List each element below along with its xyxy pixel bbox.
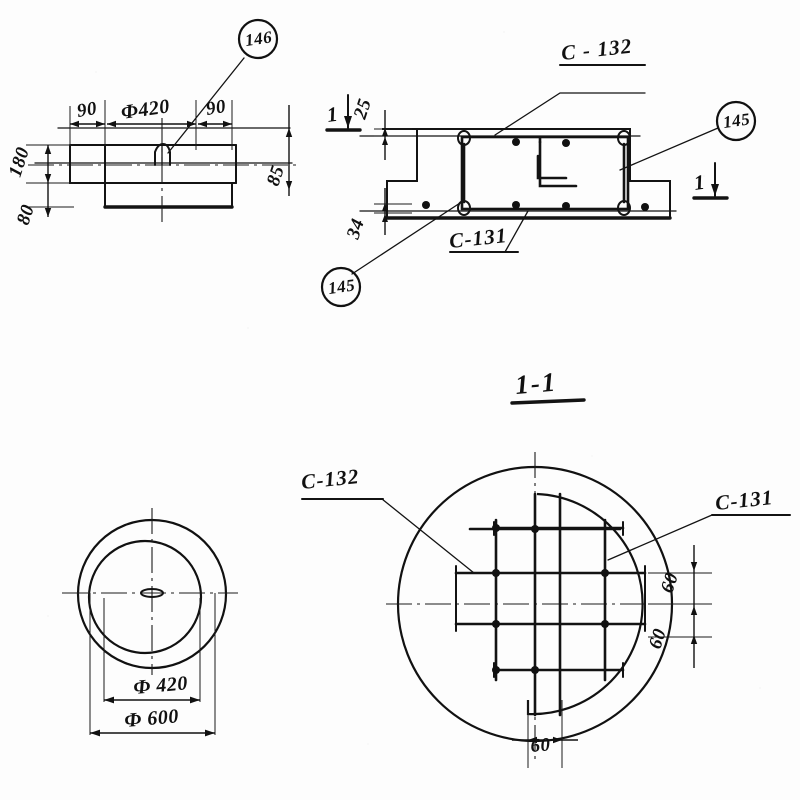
view-bottom-right-grid-plan: C-132 C-131 60 60 [300, 452, 791, 768]
dim-height-85: 85 [263, 163, 289, 189]
label-c132-plan: C-132 [300, 464, 475, 574]
balloon-146-circle [237, 18, 279, 60]
bar-dot [562, 139, 570, 147]
bar-node [531, 666, 539, 674]
dim-outer-diameter-600: Ф 600 [124, 705, 180, 732]
view-top-right-section: 1 1 [320, 34, 757, 308]
bar-node [492, 569, 500, 577]
label-c131-plan-text: C-131 [714, 485, 775, 515]
label-c131-section-text: C-131 [448, 223, 509, 253]
bar-dot [512, 201, 520, 209]
balloon-146-label: 146 [244, 27, 273, 50]
balloon-145-right-label: 145 [722, 109, 751, 132]
dim-cover-25: 25 [349, 96, 375, 122]
label-c131-section: C-131 [448, 210, 529, 253]
section-title-1-1: 1-1 [510, 366, 586, 405]
bar-dot [512, 138, 520, 146]
bar-node [492, 620, 500, 628]
dim-center-diameter: Ф420 [120, 95, 172, 124]
label-c132-plan-text: C-132 [300, 464, 361, 494]
bar-dot [641, 203, 649, 211]
dim-height-80: 80 [13, 202, 39, 228]
dim-spacing-horizontal-60: 60 [530, 734, 552, 757]
bar-node [601, 569, 609, 577]
bar-end-ticks [455, 521, 646, 678]
label-c132-section-text: C - 132 [560, 34, 634, 65]
bar-node [492, 666, 500, 674]
horizontal-bars [454, 526, 647, 672]
balloon-145-right: 145 [619, 100, 757, 171]
bar-node [531, 525, 539, 533]
balloon-145-left: 145 [320, 202, 461, 308]
dim-right-90: 90 [204, 96, 227, 120]
view-bottom-left-ring-plan: Ф 420 Ф 600 [62, 508, 238, 737]
grid-inner-arc [526, 492, 644, 716]
dim-left-90: 90 [75, 98, 98, 122]
dim-inner-diameter-420: Ф 420 [133, 672, 189, 699]
spacing-dim-bottom: 60 [512, 700, 578, 768]
spacing-dims-right: 60 60 [645, 545, 712, 668]
stirrup-left [457, 130, 471, 216]
view-top-left-elevation: 90 Ф420 90 180 80 [5, 18, 296, 228]
balloon-145-left-label: 145 [327, 275, 356, 298]
dim-height-180: 180 [5, 145, 34, 180]
section-mark-right-label: 1 [692, 170, 706, 195]
label-c132-section: C - 132 [494, 34, 646, 136]
section-mark-1-left: 1 [325, 94, 362, 132]
dim-spacing-bottom-60: 60 [645, 626, 671, 652]
inner-ring-circle [87, 539, 203, 655]
bar-dot [422, 201, 430, 209]
bar-node [492, 524, 500, 532]
dim-spacing-top-60: 60 [657, 570, 683, 596]
section-title-text: 1-1 [514, 366, 558, 400]
section-mark-1-right: 1 [692, 162, 729, 200]
center-hook [140, 588, 164, 598]
stirrup-right [617, 130, 631, 216]
label-c131-plan: C-131 [607, 485, 791, 561]
bar-dot [562, 202, 570, 210]
bar-node [601, 620, 609, 628]
dim-cover-34: 34 [342, 216, 368, 242]
section-mark-left-label: 1 [325, 102, 339, 127]
